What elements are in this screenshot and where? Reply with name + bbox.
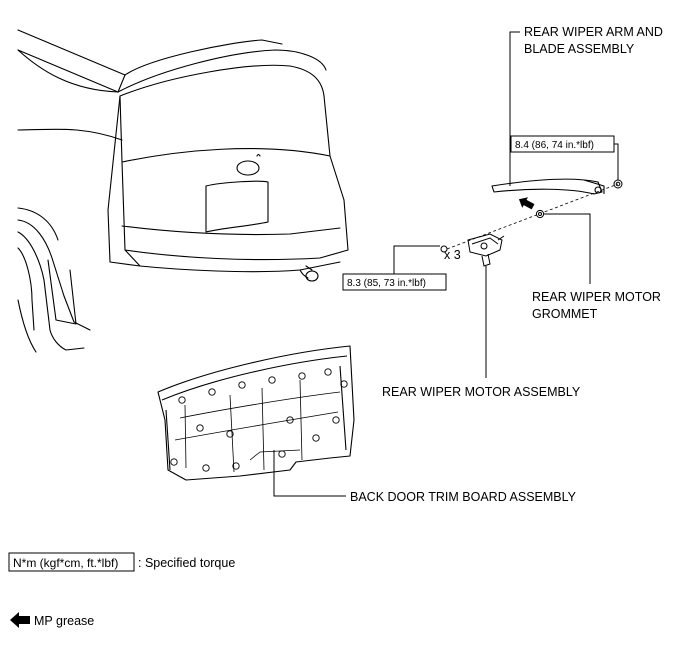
legend-grease-label: MP grease bbox=[34, 614, 94, 628]
grommet-illustration bbox=[535, 209, 545, 219]
leader-lines bbox=[273, 31, 619, 497]
motor-bolt-illustration bbox=[440, 245, 448, 253]
legend: N*m (kgf*cm, ft.*lbf) : Specified torque… bbox=[8, 552, 235, 628]
trim-board-label: BACK DOOR TRIM BOARD ASSEMBLY bbox=[350, 490, 577, 504]
legend-grease-arrow-icon bbox=[10, 612, 30, 628]
bolt-count-label: x 3 bbox=[444, 248, 461, 262]
motor-label: REAR WIPER MOTOR ASSEMBLY bbox=[382, 385, 581, 399]
torque-box-motor bbox=[342, 273, 447, 291]
grommet-label-line2: GROMMET bbox=[532, 307, 598, 321]
legend-torque-units: N*m (kgf*cm, ft.*lbf) bbox=[13, 556, 118, 570]
grommet-label-line1: REAR WIPER MOTOR bbox=[532, 290, 661, 304]
torque-arm-value: 8.4 (86, 74 in.*lbf) bbox=[515, 140, 594, 151]
vehicle-rear-illustration bbox=[17, 29, 349, 353]
legend-torque-desc: : Specified torque bbox=[138, 556, 235, 570]
legend-torque-box bbox=[8, 552, 135, 572]
grease-arrow-icon bbox=[518, 197, 535, 210]
wiper-arm-illustration bbox=[491, 178, 605, 195]
wiper-motor-illustration bbox=[467, 233, 505, 267]
torque-motor-value: 8.3 (85, 73 in.*lbf) bbox=[347, 278, 426, 289]
wiper-arm-label-line1: REAR WIPER ARM AND bbox=[524, 25, 663, 39]
torque-box-arm bbox=[510, 135, 615, 153]
trim-board-illustration bbox=[157, 345, 355, 481]
wiper-arm-label-line2: BLADE ASSEMBLY bbox=[524, 42, 635, 56]
